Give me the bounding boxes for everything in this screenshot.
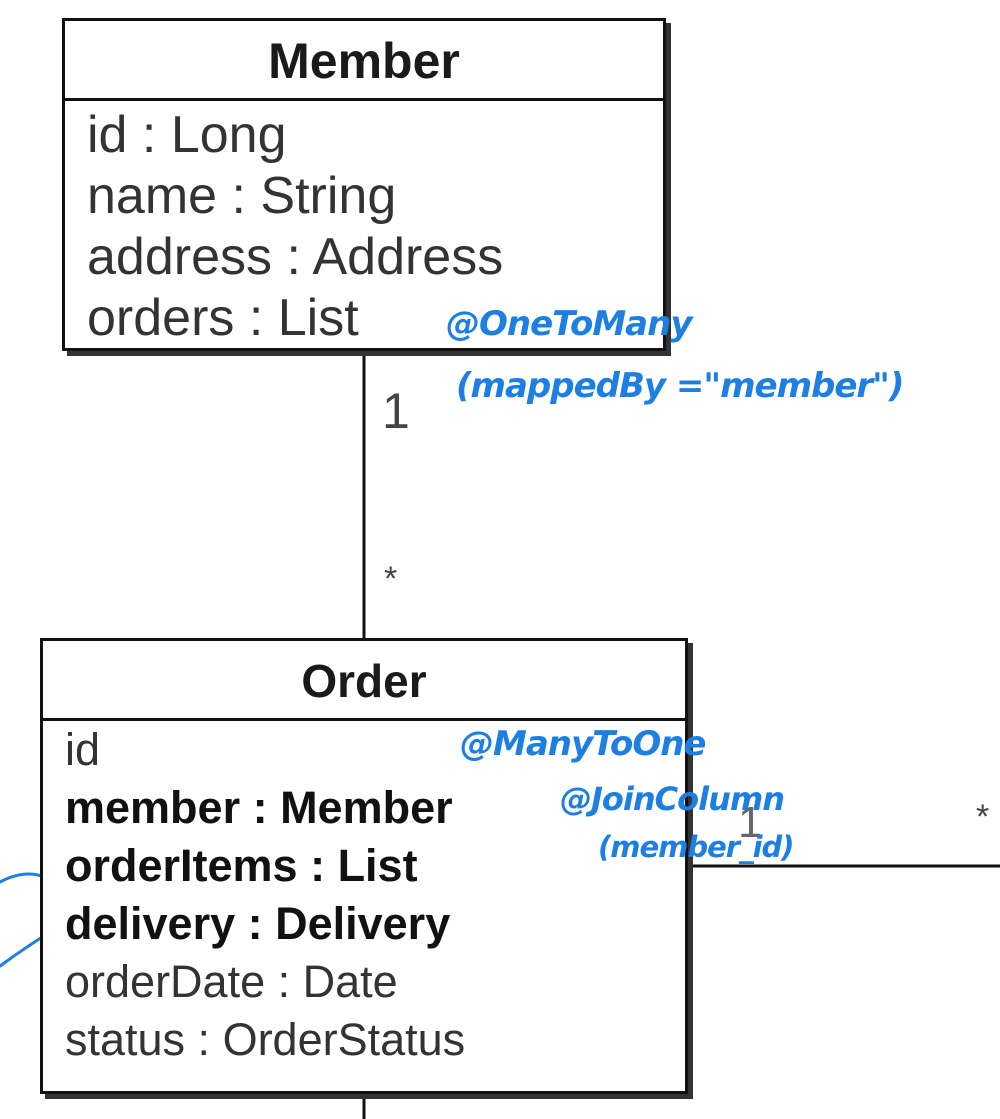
member-attr-address: address : Address — [87, 228, 504, 286]
order-attr-status: status : OrderStatus — [65, 1014, 466, 1065]
order-attr-order-items: orderItems : List — [65, 840, 418, 891]
annotation-one-to-many: @OneToMany — [446, 304, 692, 344]
member-attribute-list: id : Long name : String address : Addres… — [65, 101, 663, 349]
order-attribute-list: id member : Member orderItems : List del… — [43, 721, 685, 1069]
order-class-box: Order id member : Member orderItems : Li… — [40, 638, 688, 1094]
multiplicity-right-one: 1 — [738, 798, 763, 847]
member-class-name: Member — [65, 21, 663, 101]
member-class-box: Member id : Long name : String address :… — [62, 18, 666, 351]
order-attr-order-date: orderDate : Date — [65, 956, 398, 1007]
member-attr-id: id : Long — [87, 106, 287, 164]
annotation-many-to-one: @ManyToOne — [460, 724, 706, 764]
order-attr-delivery: delivery : Delivery — [65, 898, 451, 949]
order-attr-id: id — [65, 724, 101, 775]
member-attr-orders: orders : List — [87, 289, 359, 347]
annotation-mapped-by: (mappedBy ="member") — [456, 366, 904, 406]
annotation-join-column-name: (member_id) — [598, 830, 795, 864]
multiplicity-order-many: * — [384, 560, 398, 598]
member-attr-name: name : String — [87, 167, 397, 225]
multiplicity-member-one: 1 — [382, 383, 410, 439]
order-attr-member: member : Member — [65, 782, 453, 833]
multiplicity-right-many: * — [976, 798, 990, 836]
order-class-name: Order — [43, 641, 685, 721]
annotation-join-column: @JoinColumn — [560, 780, 785, 818]
